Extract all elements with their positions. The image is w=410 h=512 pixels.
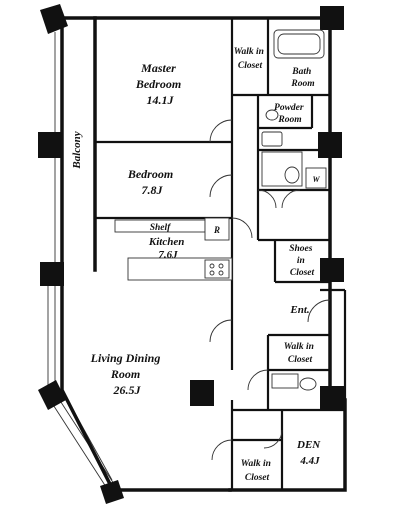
walk-in-closet-top-label: Walk in Closet (234, 47, 267, 71)
walk-in-closet-mid-label: Walk in Closet (284, 342, 317, 365)
exterior-walls (60, 16, 347, 492)
fixtures (114, 29, 327, 391)
door-swings (209, 119, 331, 461)
washer-label: W (312, 175, 320, 184)
structural-columns (38, 4, 344, 504)
kitchen-label: Kitchen 7.6J (148, 236, 187, 261)
powder-room-label: Powder Room (274, 103, 306, 125)
shelf-label: Shelf (150, 223, 171, 233)
entrance-label: Ent. (289, 304, 309, 316)
den-label: DEN 4.4J (296, 439, 323, 467)
living-dining-label: Living Dining Room 26.5J (90, 351, 164, 397)
bedroom-label: Bedroom 7.8J (127, 167, 176, 197)
bath-room-label: Bath Room (290, 67, 314, 89)
balcony-area (47, 32, 115, 491)
balcony-label: Balcony (71, 131, 83, 169)
master-bedroom-label: Master Bedroom 14.1J (135, 61, 184, 107)
refrigerator-label: R (213, 225, 220, 235)
shoes-in-closet-label: Shoes in Closet (289, 244, 315, 278)
room-labels: Master Bedroom 14.1J Walk in Closet Bath… (71, 47, 323, 483)
walk-in-closet-bottom-label: Walk in Closet (241, 459, 274, 483)
